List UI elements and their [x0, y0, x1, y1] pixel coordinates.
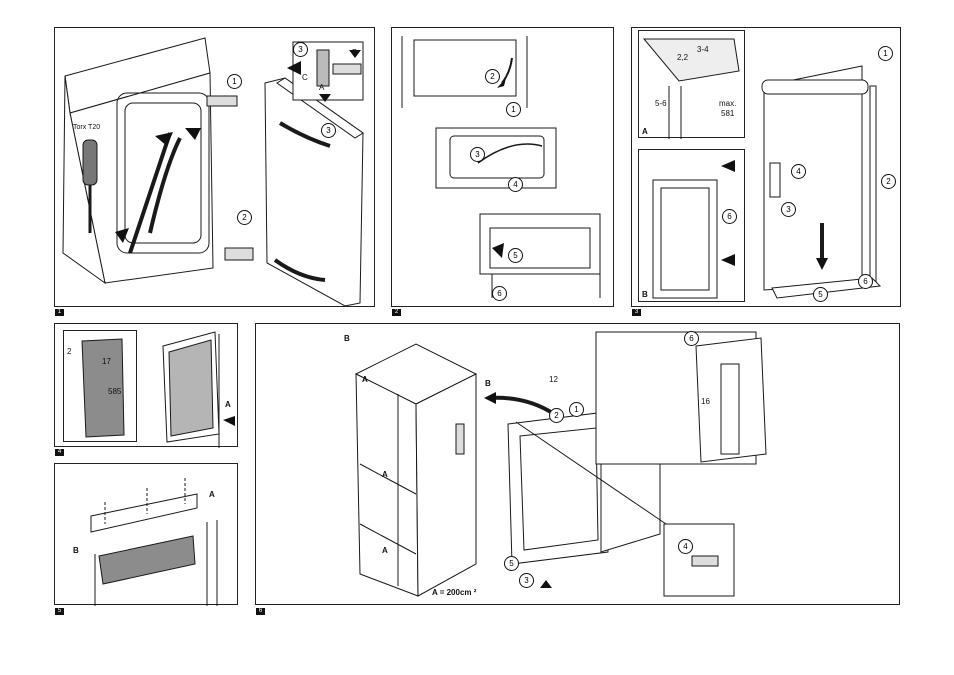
callout-3: 3: [321, 123, 336, 138]
callout-3-inset: 3: [293, 42, 308, 57]
panel-6-illustration: [354, 331, 767, 597]
p6-callout-6: 6: [684, 331, 699, 346]
inset-b-illustration: [652, 160, 735, 299]
dim-3-4: 3-4: [697, 45, 709, 54]
p3-callout-6: 6: [858, 274, 873, 289]
inset-a-label: A: [642, 127, 648, 136]
p3-callout-4: 4: [791, 164, 806, 179]
p3-callout-3: 3: [781, 202, 796, 217]
p3-callout-2: 2: [881, 174, 896, 189]
p6-callout-2: 2: [549, 408, 564, 423]
panel-3-illustration: [761, 65, 882, 299]
panel-4-inset-illustration: [81, 338, 125, 438]
panel-number-3: 3: [632, 309, 641, 316]
p6-callout-1: 1: [569, 402, 584, 417]
p6-callout-4: 4: [678, 539, 693, 554]
p2-callout-2: 2: [485, 69, 500, 84]
p4-letter-a: A: [225, 400, 231, 409]
p6-callout-5: 5: [504, 556, 519, 571]
panel-2-illustration: [401, 36, 601, 298]
inset-b-label: B: [642, 290, 648, 299]
p5-letter-b: B: [73, 546, 79, 555]
p3-callout-5: 5: [813, 287, 828, 302]
p5-letter-a: A: [209, 490, 215, 499]
inset-b: B: [638, 149, 745, 302]
dim-5-6: 5-6: [655, 99, 667, 108]
p6-dim-12: 12: [549, 375, 558, 384]
p4-dim-2: 2: [67, 347, 72, 356]
callout-2: 2: [237, 210, 252, 225]
panel-1: Torx T20 1 2 3 3 B C A: [54, 27, 375, 307]
p6-letter-a-top: A: [362, 375, 368, 384]
letter-a: A: [319, 83, 325, 92]
p2-callout-1: 1: [506, 102, 521, 117]
panel-number-1: 1: [55, 309, 64, 316]
p3-callout-6-inset: 6: [722, 209, 737, 224]
p6-callout-3: 3: [519, 573, 534, 588]
panel-number-4: 4: [55, 449, 64, 456]
panel-5-illustration: [90, 478, 218, 606]
p2-callout-4: 4: [508, 177, 523, 192]
panel-5: A B: [54, 463, 238, 606]
letter-c: C: [302, 73, 308, 82]
p2-callout-6: 6: [492, 286, 507, 301]
p2-callout-3: 3: [470, 147, 485, 162]
panel-number-5: 5: [55, 608, 64, 615]
p6-dim-16: 16: [701, 397, 710, 406]
p6-letter-b-top: B: [344, 334, 350, 343]
panel-4: 2 17 585 A: [54, 323, 238, 448]
p4-dim-17: 17: [102, 357, 111, 366]
panel-6: B A B A A 12 16 A = 200cm ² 1 2 3 4 5 6: [255, 323, 900, 605]
panel-number-6: 6: [256, 608, 265, 615]
panel-3: 2,2 3-4 5-6 max. 581 A B 1 2 3 4 5 6 6: [631, 27, 901, 307]
dim-2-2: 2,2: [677, 53, 689, 62]
tool-label: Torx T20: [73, 124, 101, 131]
panel-1-illustration: [62, 37, 364, 307]
p6-letter-a-mid: A: [382, 470, 388, 479]
panel-4-illustration: [162, 331, 235, 448]
p6-letter-b-mid: B: [485, 379, 491, 388]
p2-callout-5: 5: [508, 248, 523, 263]
panel-number-2: 2: [392, 309, 401, 316]
panel-2: 2 1 3 4 5 6: [391, 27, 614, 307]
p6-letter-a-low: A: [382, 546, 388, 555]
p4-dim-585: 585: [108, 387, 122, 396]
inset-a: 2,2 3-4 5-6 max. 581 A: [638, 30, 745, 139]
dim-581: 581: [721, 109, 735, 118]
p3-callout-1: 1: [878, 46, 893, 61]
area-label: A = 200cm ²: [432, 588, 477, 597]
dim-max: max.: [719, 99, 737, 108]
panel-4-inset: 2 17 585: [63, 330, 137, 442]
inset-a-illustration: [642, 38, 740, 139]
callout-1: 1: [227, 74, 242, 89]
letter-b: B: [352, 48, 358, 57]
